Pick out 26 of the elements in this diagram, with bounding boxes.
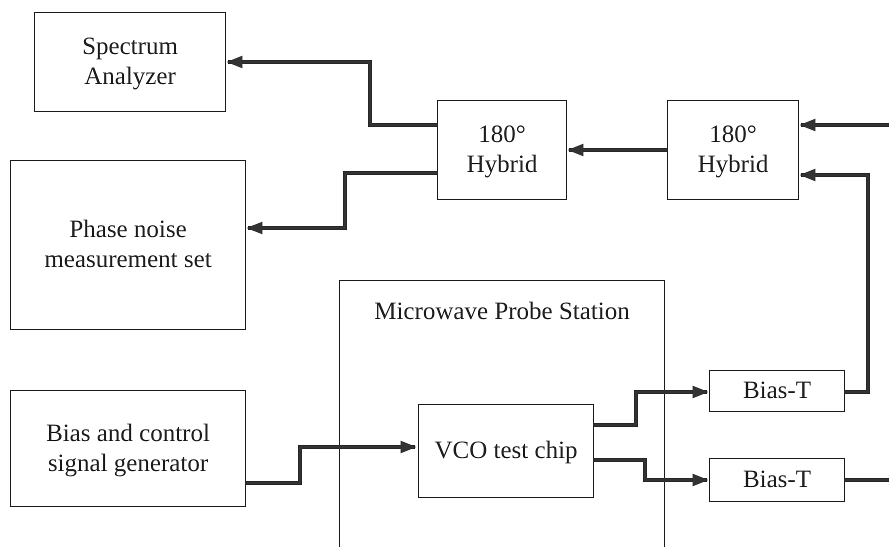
block-label: Bias and control signal generator: [45, 418, 211, 478]
block-box: [10, 390, 246, 507]
block-box: [709, 458, 845, 502]
block-label: Spectrum Analyzer: [81, 32, 179, 92]
block-box: [34, 12, 226, 112]
probe-station-box: [339, 280, 665, 547]
arrow: [567, 144, 667, 156]
arrow: [593, 386, 709, 427]
arrow: [246, 440, 417, 485]
block-box: [418, 404, 594, 498]
arrow: [246, 171, 437, 234]
block-label: Bias-T: [742, 376, 812, 406]
block-box: [10, 160, 246, 330]
block-label: Bias-T: [742, 465, 812, 495]
arrow: [226, 56, 437, 127]
block-box: [667, 100, 799, 200]
block-box: [709, 370, 845, 412]
arrow: [799, 118, 889, 132]
block-box: [437, 100, 567, 200]
block-label: 180° Hybrid: [696, 120, 770, 180]
arrow: [799, 168, 870, 394]
block-label: Phase noise measurement set: [43, 215, 213, 275]
block-label: 180° Hybrid: [466, 120, 538, 180]
arrow: [593, 458, 709, 486]
block-label: VCO test chip: [433, 436, 579, 466]
station-title: Microwave Probe Station: [373, 297, 631, 327]
